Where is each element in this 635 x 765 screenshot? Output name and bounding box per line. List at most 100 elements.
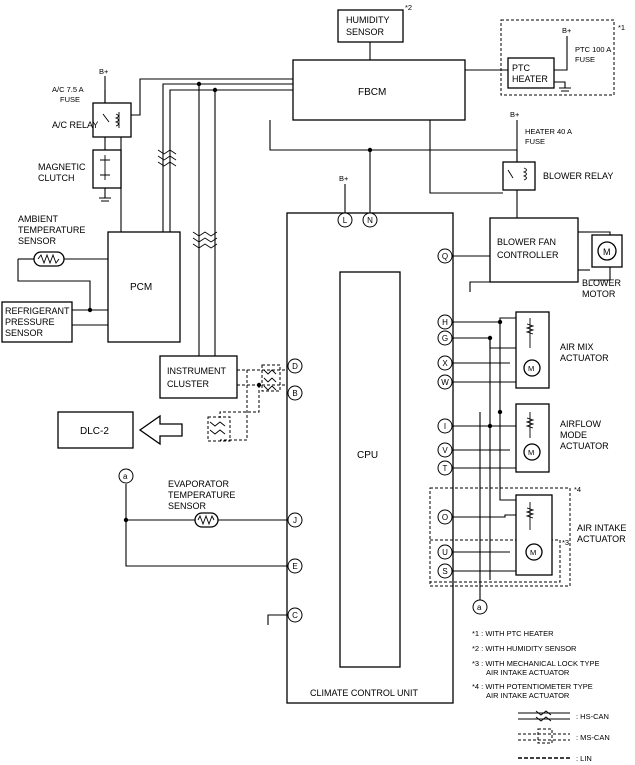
blower-relay-group: B+ HEATER 40 A FUSE BLOWER RELAY	[502, 110, 613, 191]
pin-i: I	[444, 422, 446, 431]
ptc-fuse-1: PTC 100 A	[575, 45, 611, 54]
pin-v: V	[442, 446, 448, 455]
dlc2-arrow-icon	[138, 414, 183, 446]
legend-lin-label: : LIN	[576, 754, 592, 763]
pin-h-circle	[437, 314, 453, 330]
note-4-a: *4 : WITH POTENTIOMETER TYPE	[472, 682, 593, 691]
pin-d-circle	[287, 358, 303, 374]
note-4-b: AIR INTAKE ACTUATOR	[486, 691, 570, 700]
legend-ms-can-label: : MS-CAN	[576, 733, 610, 742]
intake-note-4: *4	[574, 485, 581, 494]
pin-b-circle	[287, 385, 303, 401]
legend: : HS-CAN : MS-CAN : LIN	[518, 710, 610, 763]
pin-g-circle	[437, 330, 453, 346]
ambient-sensor: AMBIENT TEMPERATURE SENSOR	[18, 214, 85, 267]
heater-bplus: B+	[510, 110, 520, 119]
controller-label-1: BLOWER FAN	[497, 237, 556, 247]
ac-relay-group: B+ A/C 7.5 A FUSE A/C RELAY	[52, 67, 132, 138]
ptc-label-1: PTC	[512, 63, 531, 73]
ptc-bplus: B+	[562, 26, 572, 35]
pin-n-circle	[362, 212, 378, 228]
air-mix-m: M	[528, 364, 534, 373]
dlc2: DLC-2	[57, 411, 183, 449]
pcm: PCM	[107, 231, 181, 343]
pin-i-circle	[437, 418, 453, 434]
intake-label-1: AIR INTAKE	[577, 523, 626, 533]
blower-motor-label-1: BLOWER	[582, 278, 622, 288]
pin-u: U	[442, 548, 448, 557]
hs-can-twist-pcm	[157, 149, 177, 167]
ccu-label: CLIMATE CONTROL UNIT	[310, 688, 419, 698]
hs-can-twist-cluster	[192, 231, 218, 249]
heater-fuse-1: HEATER 40 A	[525, 127, 572, 136]
instrument-cluster: INSTRUMENT CLUSTER	[159, 355, 238, 399]
evaporator-label-3: SENSOR	[168, 501, 207, 511]
ambient-label-2: TEMPERATURE	[18, 225, 85, 235]
airflow-label-1: AIRFLOW	[560, 419, 602, 429]
magnetic-clutch: MAGNETIC CLUTCH	[38, 149, 122, 202]
node-a-right: a	[477, 603, 482, 612]
pin-l: L	[343, 216, 348, 225]
ptc-note: *1	[618, 23, 625, 32]
note-1: *1 : WITH PTC HEATER	[472, 629, 554, 638]
pin-b: B	[292, 389, 297, 398]
cluster-label-1: INSTRUMENT	[167, 366, 226, 376]
pin-g: G	[442, 334, 448, 343]
ms-can-twist-cluster	[261, 364, 281, 392]
airflow-label-3: ACTUATOR	[560, 441, 609, 451]
clutch-label-1: MAGNETIC	[38, 162, 86, 172]
blower-motor-m: M	[603, 247, 611, 257]
legend-lin: : LIN	[518, 754, 592, 763]
clutch-label-2: CLUTCH	[38, 173, 75, 183]
ptc-fuse-2: FUSE	[575, 55, 595, 64]
note-2: *2 : WITH HUMIDITY SENSOR	[472, 644, 577, 653]
blower-fan-controller: BLOWER FAN CONTROLLER	[489, 217, 590, 283]
humidity-label-1: HUMIDITY	[346, 15, 390, 25]
humidity-label-2: SENSOR	[346, 27, 385, 37]
notes: *1 : WITH PTC HEATER *2 : WITH HUMIDITY …	[472, 629, 600, 700]
ccu-bplus: B+	[339, 174, 349, 183]
evaporator-label-2: TEMPERATURE	[168, 490, 235, 500]
refrigerant-label-1: REFRIGERANT	[5, 306, 70, 316]
ac-bplus: B+	[99, 67, 109, 76]
legend-hs-can: : HS-CAN	[518, 710, 609, 722]
pcm-label: PCM	[130, 282, 152, 293]
refrigerant-label-3: SENSOR	[5, 328, 44, 338]
controller-label-2: CONTROLLER	[497, 250, 559, 260]
blower-relay-label: BLOWER RELAY	[543, 171, 613, 181]
pin-o: O	[442, 513, 448, 522]
humidity-sensor: HUMIDITY SENSOR *2	[337, 3, 412, 43]
air-intake-actuator: *4 *3 M AIR INTAKE ACTUATOR a	[429, 485, 626, 615]
humidity-note: *2	[405, 3, 412, 12]
ambient-label-3: SENSOR	[18, 236, 57, 246]
pin-q-circle	[437, 248, 453, 264]
pin-s: S	[442, 567, 447, 576]
node-a-left: a	[123, 472, 128, 481]
ambient-label-1: AMBIENT	[18, 214, 59, 224]
ac-fuse-2: FUSE	[60, 95, 80, 104]
pin-t: T	[443, 464, 448, 473]
pin-o-circle	[437, 509, 453, 525]
ac-fuse-1: A/C 7.5 A	[52, 85, 84, 94]
ptc-heater-group: *1 B+ PTC 100 A FUSE PTC HEATER	[500, 19, 625, 96]
pin-h: H	[442, 318, 448, 327]
pin-l-circle	[337, 212, 353, 228]
cluster-label-2: CLUSTER	[167, 379, 210, 389]
intake-m: M	[530, 548, 536, 557]
heater-fuse-2: FUSE	[525, 137, 545, 146]
airflow-m: M	[528, 448, 534, 457]
ac-relay-label: A/C RELAY	[52, 120, 98, 130]
note-3-b: AIR INTAKE ACTUATOR	[486, 668, 570, 677]
junction-dots	[87, 81, 503, 523]
dlc2-label: DLC-2	[80, 426, 109, 437]
ms-can-twist-dlc	[207, 416, 231, 442]
evaporator-label-1: EVAPORATOR	[168, 479, 230, 489]
pin-x-circle	[437, 355, 453, 371]
pin-v-circle	[437, 442, 453, 458]
pin-d: D	[292, 362, 298, 371]
pin-n: N	[367, 216, 373, 225]
legend-hs-can-label: : HS-CAN	[576, 712, 609, 721]
